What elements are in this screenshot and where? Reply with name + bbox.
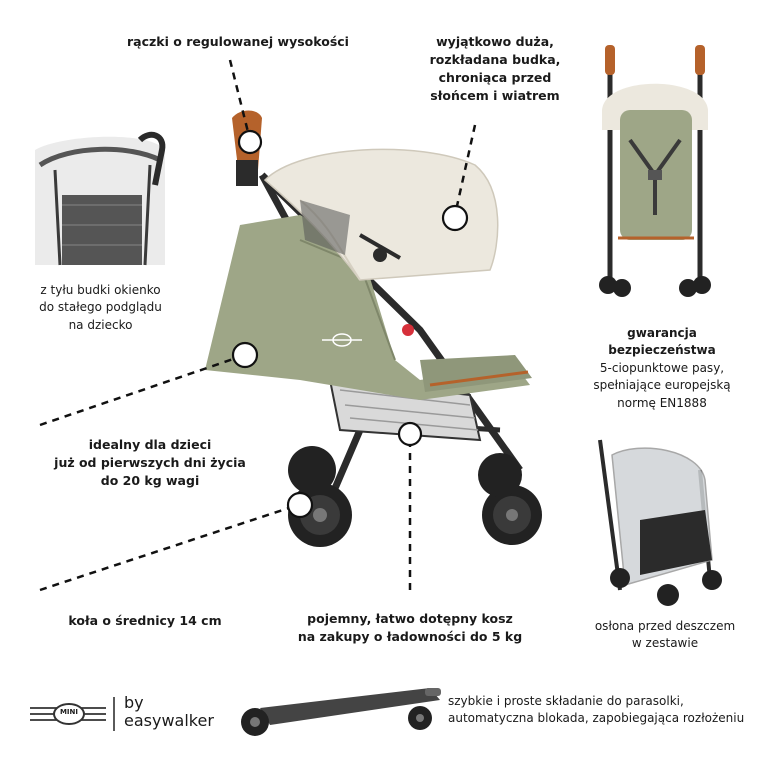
rear-window-callout: z tyłu budki okienko do stałego podglądu… [39, 283, 162, 332]
rear-window-photo [35, 131, 166, 266]
callout-lines [39, 59, 477, 595]
wheel-size-callout: koła o średnicy 14 cm [68, 613, 222, 628]
seat-marker-dot [231, 341, 259, 369]
rain-cover-callout: osłona przed deszczem w zestawie [594, 619, 736, 651]
brand-company: easywalker [124, 711, 214, 730]
handles-callout: rączki o regulowanej wysokości [127, 34, 349, 49]
handle-marker-dot [237, 129, 263, 155]
age-weight-callout: idealny dla dzieci już od pierwszych dni… [54, 437, 246, 489]
mini-side-badge [322, 333, 362, 347]
canopy-marker-dot [441, 204, 469, 232]
front-wheel [478, 453, 542, 545]
mini-logo [30, 703, 106, 725]
basket-callout: pojemny, łatwo dotępny kosz na zakupy o … [297, 611, 523, 645]
brand-by: by [124, 693, 144, 712]
rain-cover-stroller-image [598, 439, 722, 606]
basket-marker-dot [397, 421, 423, 447]
front-view-stroller-image [599, 45, 711, 297]
folding-callout: szybkie i proste składanie do parasolki,… [448, 694, 745, 726]
wheel-marker-dot [286, 491, 314, 519]
folded-stroller-image [241, 688, 441, 736]
mini-logo-text: MINI [59, 708, 79, 716]
canopy-callout: wyjątkowo duża, rozkładana budka, chroni… [429, 34, 561, 104]
main-stroller-image [205, 110, 542, 547]
harness-callout: gwarancja bezpieczeństwa 5-ciopunktowe p… [593, 326, 731, 410]
